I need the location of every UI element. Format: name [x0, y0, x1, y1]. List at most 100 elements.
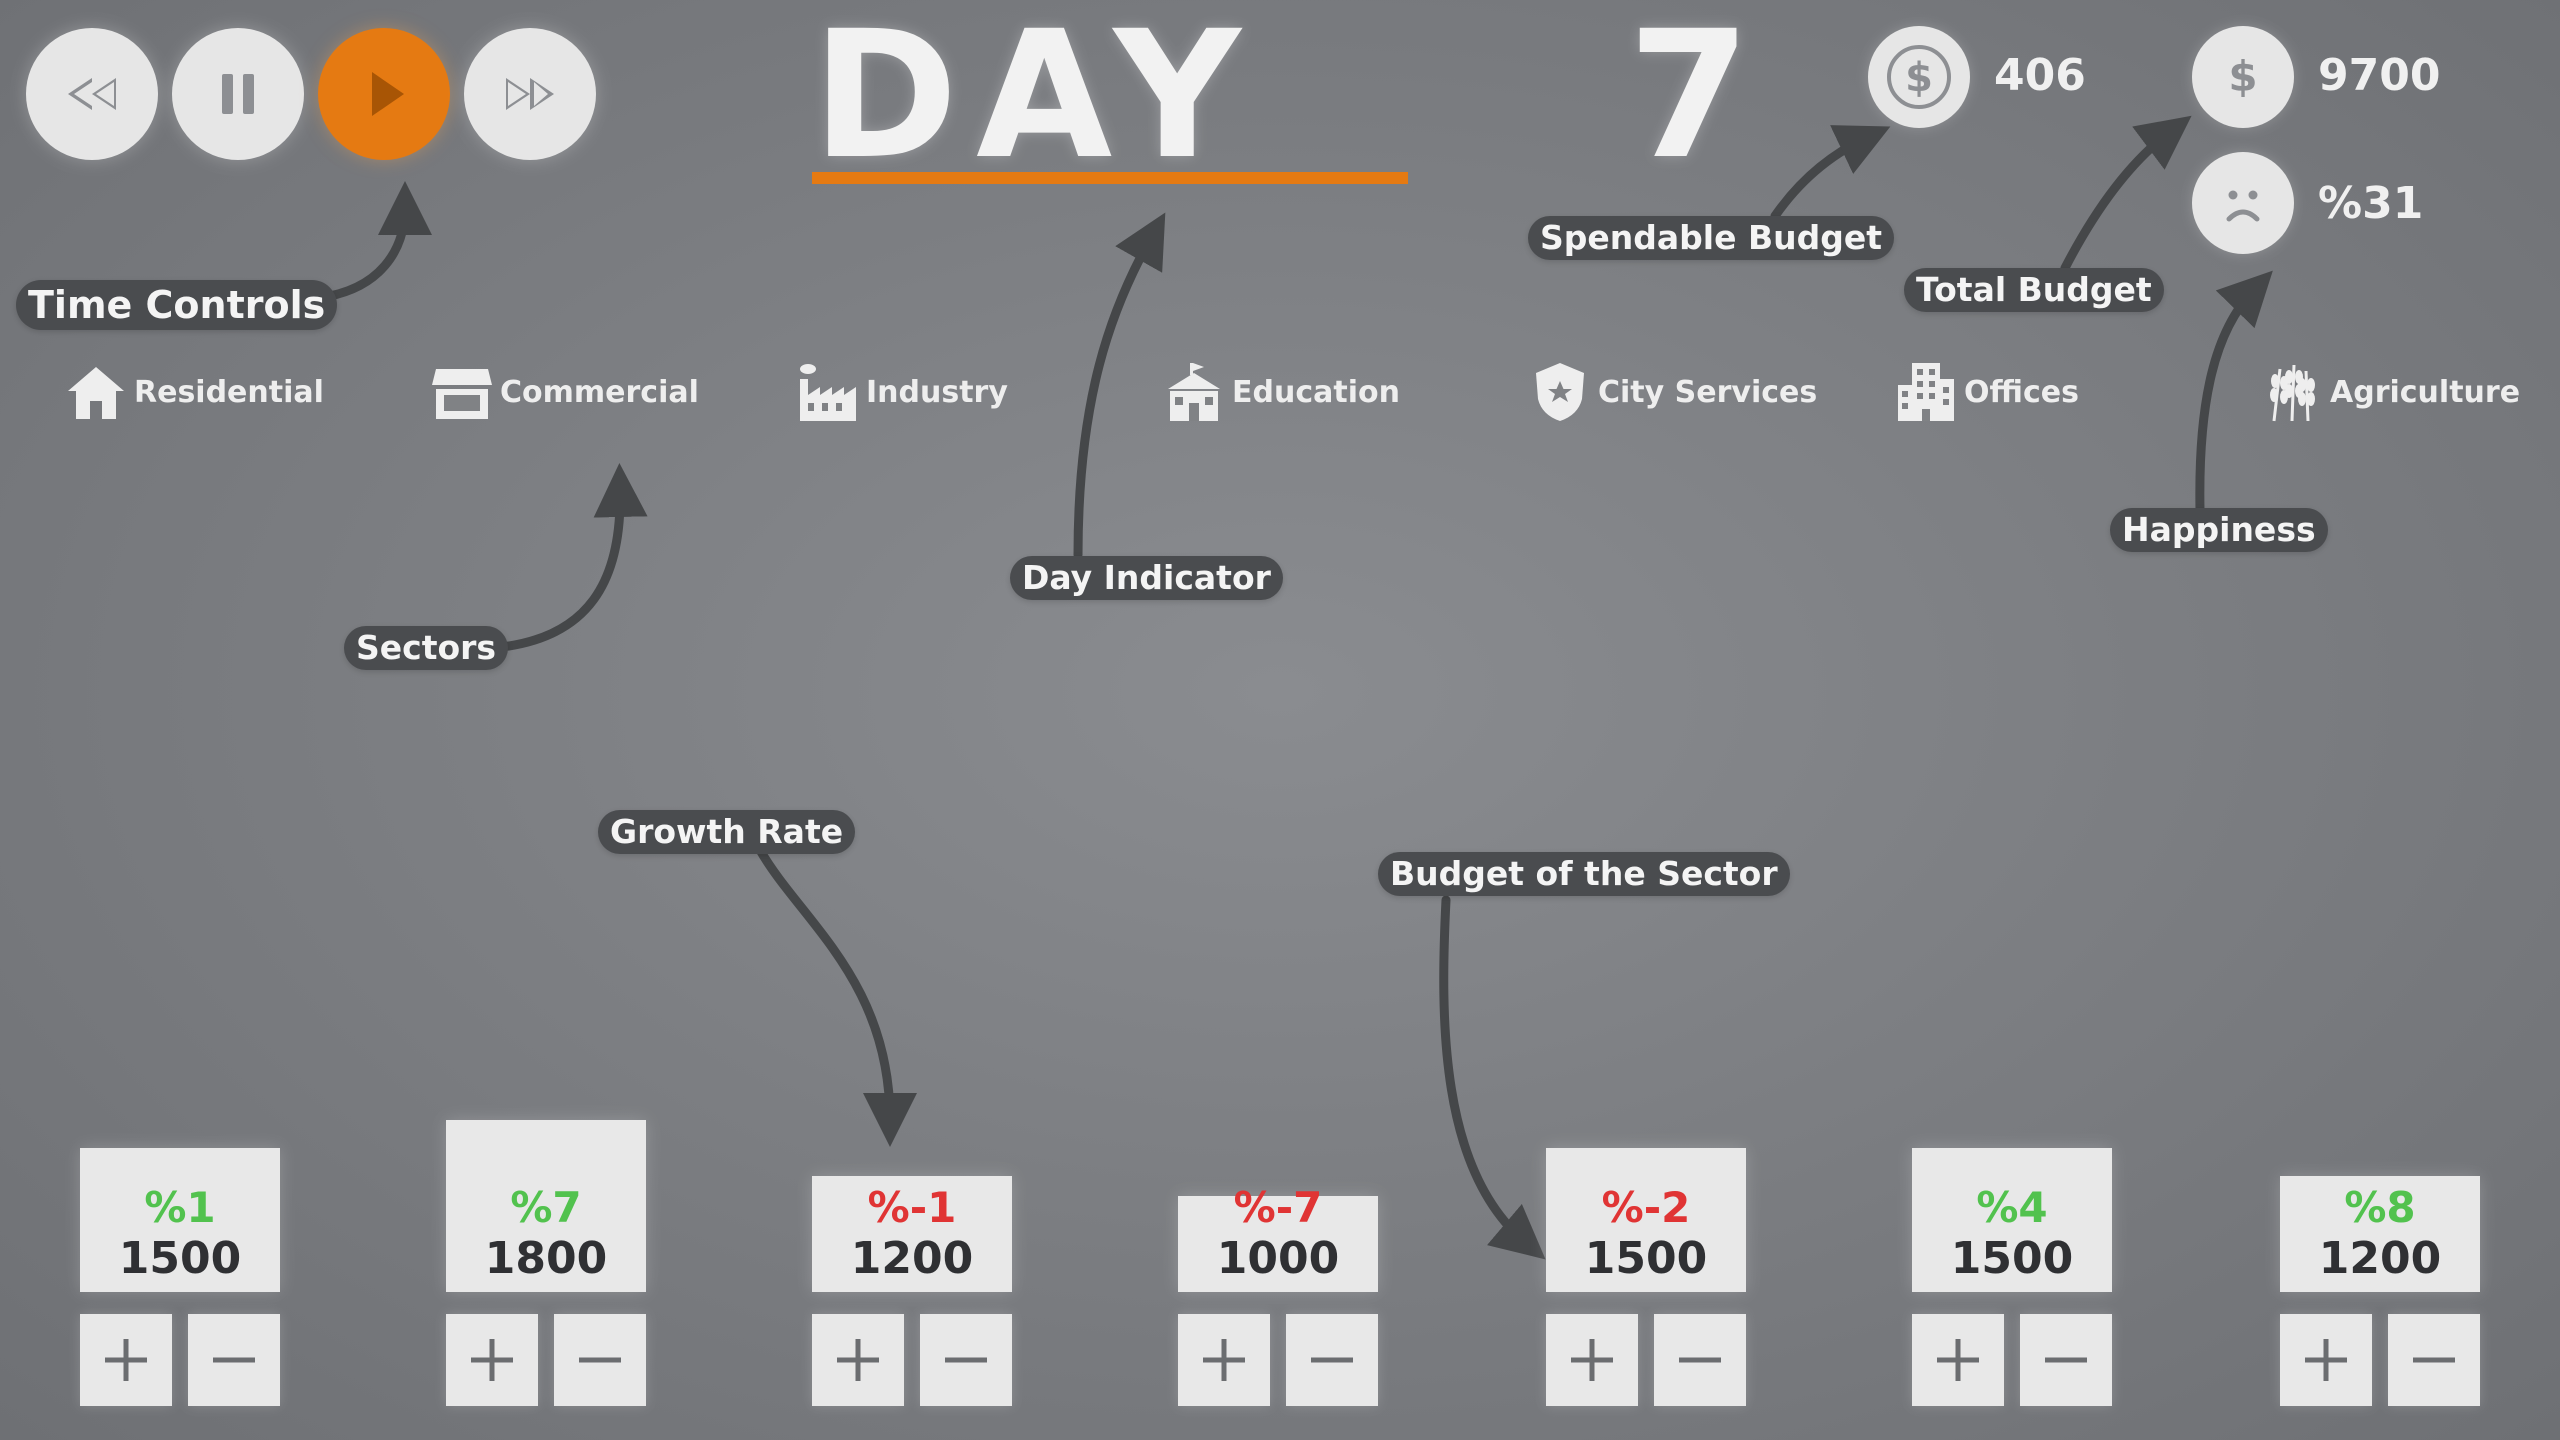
minus-icon [579, 1357, 621, 1363]
sector-budget: 1000 [1216, 1233, 1340, 1285]
growth-rate: %4 [1976, 1182, 2048, 1232]
sector-budget: 1800 [484, 1233, 608, 1285]
sector-panel-industry: %-1 1200 [812, 1176, 1012, 1292]
plus-icon [2305, 1339, 2347, 1381]
increase-button-education[interactable] [1178, 1314, 1270, 1406]
svg-text:$: $ [2228, 52, 2257, 101]
plus-icon [105, 1339, 147, 1381]
sector-residential[interactable]: Residential [64, 356, 324, 428]
plus-icon [837, 1339, 879, 1381]
decrease-button-industry[interactable] [920, 1314, 1012, 1406]
growth-rate: %-7 [1233, 1182, 1323, 1232]
school-icon [1168, 363, 1220, 421]
rewind-icon [68, 78, 116, 110]
increase-button-residential[interactable] [80, 1314, 172, 1406]
play-icon [372, 72, 404, 116]
minus-icon [1679, 1357, 1721, 1363]
happiness-value: %31 [2318, 178, 2424, 229]
sector-budget: 1200 [850, 1233, 974, 1285]
sector-agriculture[interactable]: Agriculture [2260, 356, 2520, 428]
spendable-budget-value: 406 [1994, 50, 2086, 101]
decrease-button-education[interactable] [1286, 1314, 1378, 1406]
sector-panel-city-services: %-2 1500 [1546, 1148, 1746, 1292]
police-badge-icon [1536, 363, 1584, 421]
decrease-button-agriculture[interactable] [2388, 1314, 2480, 1406]
arrow-total-budget [2060, 115, 2192, 273]
sector-label: Agriculture [2330, 374, 2521, 410]
house-icon [68, 367, 124, 419]
label-spendable-budget: Spendable Budget [1528, 216, 1895, 260]
office-building-icon [1898, 363, 1954, 421]
arrow-time-controls [313, 181, 432, 303]
plus-icon [1571, 1339, 1613, 1381]
label-growth-rate: Growth Rate [598, 810, 856, 854]
label-sectors: Sectors [344, 626, 509, 670]
total-budget-value: 9700 [2318, 50, 2441, 101]
sector-label: Residential [134, 374, 324, 410]
day-label: DAY [812, 0, 1259, 198]
minus-icon [1311, 1357, 1353, 1363]
increase-button-industry[interactable] [812, 1314, 904, 1406]
sector-panel-education: %-7 1000 [1178, 1183, 1378, 1292]
sector-budget: 1500 [1950, 1233, 2074, 1285]
sector-budget: 1500 [1584, 1233, 1708, 1285]
arrow-growth-rate [755, 845, 917, 1147]
growth-rate: %-1 [867, 1182, 957, 1232]
play-button[interactable] [318, 28, 450, 160]
sector-panel-offices: %4 1500 [1912, 1148, 2112, 1292]
arrow-sectors [487, 463, 648, 653]
arrow-sector-budget [1439, 895, 1546, 1260]
increase-button-agriculture[interactable] [2280, 1314, 2372, 1406]
increase-button-offices[interactable] [1912, 1314, 2004, 1406]
sector-city-services[interactable]: City Services [1528, 356, 1817, 428]
total-budget-badge: $ [2192, 26, 2294, 128]
label-total-budget: Total Budget [1904, 268, 2164, 312]
sector-panel-residential: %1 1500 [80, 1148, 280, 1292]
growth-rate: %-2 [1601, 1182, 1691, 1232]
pause-icon [222, 74, 254, 114]
decrease-button-city-services[interactable] [1654, 1314, 1746, 1406]
minus-icon [945, 1357, 987, 1363]
factory-icon [800, 364, 856, 421]
arrow-day-indicator [1073, 212, 1166, 560]
decrease-button-offices[interactable] [2020, 1314, 2112, 1406]
rewind-button[interactable] [26, 28, 158, 160]
increase-button-city-services[interactable] [1546, 1314, 1638, 1406]
sector-budget: 1500 [118, 1233, 242, 1285]
plus-icon [1937, 1339, 1979, 1381]
sad-face-icon [2226, 190, 2260, 222]
day-number: 7 [1628, 0, 1751, 198]
sector-offices[interactable]: Offices [1894, 356, 2079, 428]
decrease-button-commercial[interactable] [554, 1314, 646, 1406]
sector-label: Industry [866, 374, 1008, 410]
arrow-spendable-budget [1770, 125, 1891, 221]
growth-rate: %8 [2344, 1182, 2416, 1232]
sector-panel-commercial: %7 1800 [446, 1120, 646, 1292]
sector-label: Education [1232, 374, 1400, 410]
sector-budget: 1200 [2318, 1233, 2442, 1285]
plus-icon [471, 1339, 513, 1381]
decrease-button-residential[interactable] [188, 1314, 280, 1406]
svg-text:$: $ [1905, 55, 1933, 101]
pause-button[interactable] [172, 28, 304, 160]
growth-rate: %1 [144, 1182, 216, 1232]
fast-forward-button[interactable] [464, 28, 596, 160]
label-sector-budget: Budget of the Sector [1378, 852, 1790, 896]
minus-icon [2413, 1357, 2455, 1363]
coin-icon: $ [1887, 45, 1951, 109]
growth-rate: %7 [510, 1182, 582, 1232]
happiness-badge [2192, 152, 2294, 254]
increase-button-commercial[interactable] [446, 1314, 538, 1406]
sector-industry[interactable]: Industry [796, 356, 1008, 428]
sector-commercial[interactable]: Commercial [430, 356, 699, 428]
sector-label: City Services [1598, 374, 1818, 410]
wheat-icon [2270, 364, 2315, 422]
sector-education[interactable]: Education [1162, 356, 1400, 428]
sector-label: Commercial [500, 374, 699, 410]
day-underline [812, 172, 1408, 184]
label-day-indicator: Day Indicator [1010, 556, 1283, 600]
minus-icon [213, 1357, 255, 1363]
arrow-happiness [2195, 270, 2273, 515]
store-icon [432, 369, 492, 419]
plus-icon [1203, 1339, 1245, 1381]
